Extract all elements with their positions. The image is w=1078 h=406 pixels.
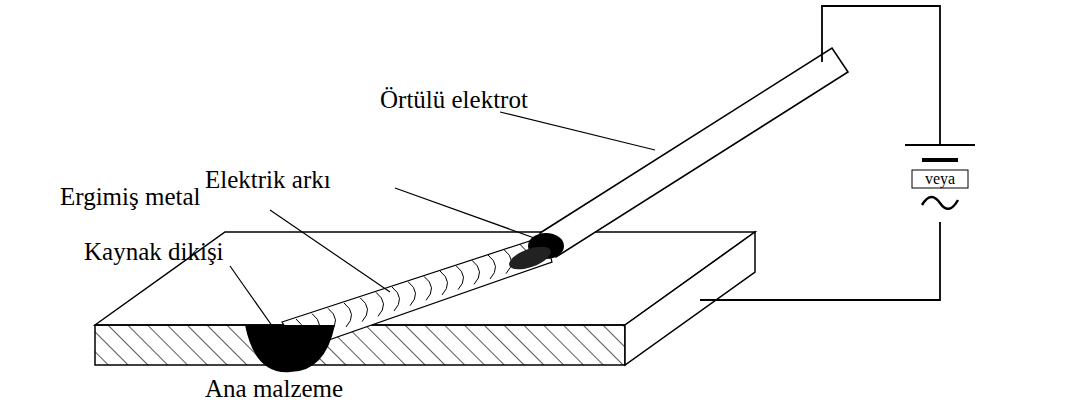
bead-ripple <box>488 255 496 279</box>
leader-line <box>500 112 655 150</box>
supply-label: veya <box>925 170 955 188</box>
battery-symbol <box>905 144 975 146</box>
bead-ripple <box>424 276 432 300</box>
plate-side <box>625 232 755 365</box>
bead-ripple <box>456 266 464 290</box>
battery-symbol <box>922 158 958 162</box>
molten-pool <box>506 242 554 274</box>
part-label: Ergimiş metal <box>60 183 201 211</box>
part-label: Kaynak dikişi <box>84 238 224 266</box>
ac-symbol <box>922 197 958 209</box>
weld-seam-section <box>245 325 335 372</box>
bead-ripple <box>472 260 480 284</box>
wire <box>700 222 940 300</box>
bead-ripple <box>344 303 352 327</box>
leader-line <box>395 188 540 240</box>
bead-ripple <box>376 292 384 316</box>
part-label: Ana malzeme <box>205 375 343 403</box>
bead-ripple <box>392 287 400 311</box>
part-label: Elektrik arkı <box>205 166 331 194</box>
plate-front <box>95 325 625 365</box>
part-label: Örtülü elektrot <box>380 86 528 114</box>
coated-electrode <box>540 48 848 257</box>
wire <box>822 6 940 145</box>
bead-ripple <box>408 282 416 306</box>
leader-line <box>270 210 390 292</box>
bead-ripple <box>360 298 368 322</box>
label-frame <box>912 170 968 188</box>
bead-ripple <box>440 271 448 295</box>
leader-line <box>230 266 275 330</box>
